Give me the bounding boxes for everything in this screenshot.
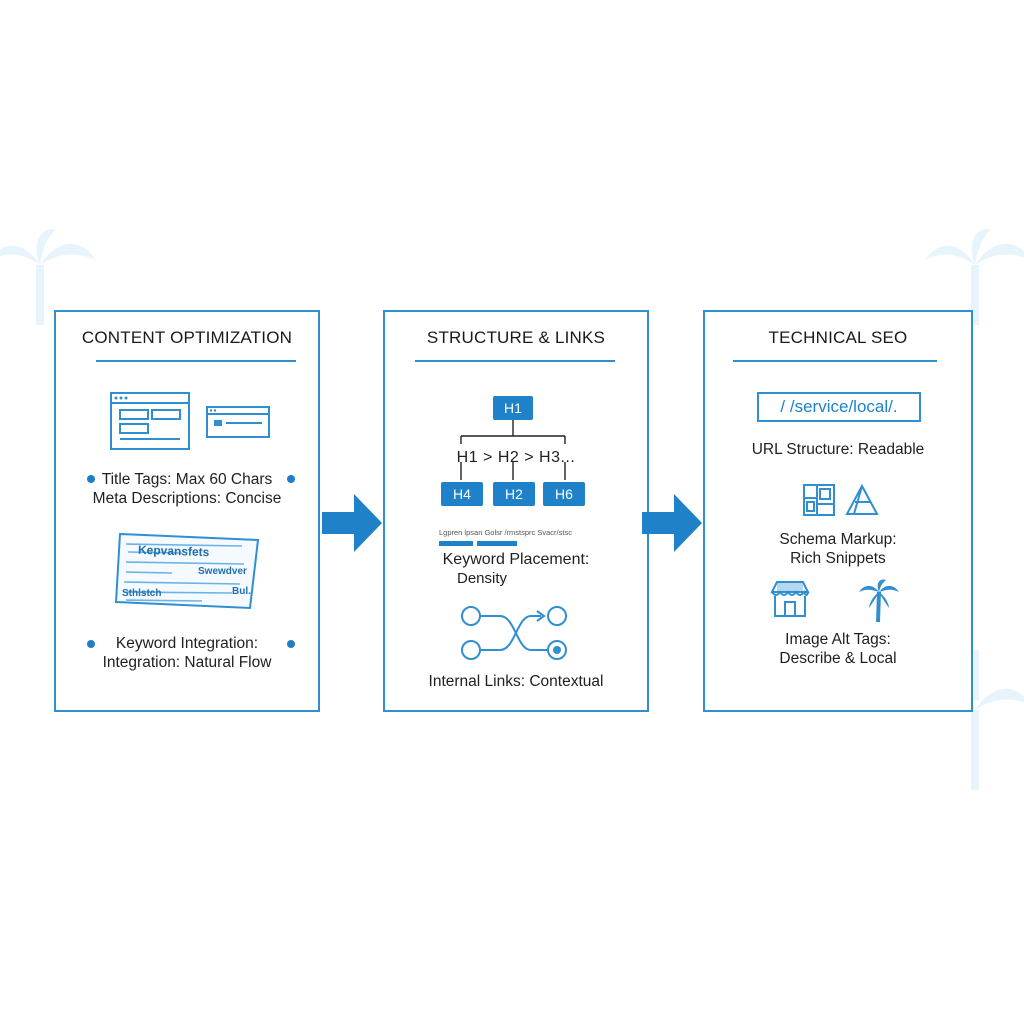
h4-tag-box: H4	[441, 482, 483, 506]
doc-keyword-text: Kepvansfets	[137, 542, 210, 560]
technical-seo-panel: TECHNICAL SEO / /service/local/. URL Str…	[703, 310, 973, 712]
arrow-right-icon	[322, 494, 382, 552]
highlight-bar	[477, 541, 517, 546]
structure-links-panel: STRUCTURE & LINKS H1 H1 > H2 > H3... H4 …	[383, 310, 649, 712]
doc-word-text: Bul.	[232, 586, 251, 597]
image-alt-tags-text: Image Alt Tags:	[785, 631, 891, 648]
panel-title: TECHNICAL SEO	[768, 328, 908, 347]
natural-flow-text: Integration: Natural Flow	[102, 654, 272, 671]
h2-tag-box: H2	[493, 482, 535, 506]
node-links-icon	[461, 606, 567, 660]
palm-tree-background-icon	[925, 229, 1024, 325]
url-structure-text: URL Structure: Readable	[751, 441, 925, 458]
browser-window-icon	[110, 392, 190, 450]
hierarchy-connector	[460, 420, 566, 480]
keyword-integration-text: Keyword Integration:	[115, 635, 259, 652]
panel-title: CONTENT OPTIMIZATION	[81, 328, 293, 347]
meta-descriptions-text: Meta Descriptions: Concise	[92, 490, 282, 507]
doc-word-text: Swewdver	[198, 566, 247, 577]
panel-title: STRUCTURE & LINKS	[426, 328, 606, 347]
keyword-placement-text: Keyword Placement:	[442, 551, 590, 568]
bullet-dot	[287, 640, 295, 648]
triangle-icon	[845, 484, 879, 515]
panel-divider	[96, 360, 296, 362]
rich-snippets-text: Rich Snippets	[790, 550, 886, 567]
tiny-text-line: Lgpren lpsan Golsr /rmstsprc Svacr/stsc	[439, 528, 572, 537]
density-text: Density	[457, 570, 508, 587]
arrow-right-icon	[642, 494, 702, 552]
document-scribble-icon	[114, 532, 260, 610]
small-browser-icon	[206, 406, 270, 438]
storefront-icon	[770, 581, 810, 617]
panel-divider	[415, 360, 615, 362]
title-tags-text: Title Tags: Max 60 Chars	[101, 471, 273, 488]
bullet-dot	[87, 475, 95, 483]
highlight-bar	[439, 541, 473, 546]
h6-tag-box: H6	[543, 482, 585, 506]
internal-links-text: Internal Links: Contextual	[428, 673, 604, 690]
doc-word-text: Sthlstch	[122, 588, 162, 599]
bullet-dot	[87, 640, 95, 648]
panel-divider	[733, 360, 937, 362]
palm-tree-icon	[859, 579, 899, 622]
palm-tree-background-icon	[0, 229, 95, 325]
describe-local-text: Describe & Local	[779, 650, 897, 667]
heading-hierarchy-text: H1 > H2 > H3...	[456, 449, 576, 466]
bullet-dot	[287, 475, 295, 483]
h1-tag-box: H1	[493, 396, 533, 420]
schema-markup-text: Schema Markup:	[779, 531, 897, 548]
url-example-box: / /service/local/.	[757, 392, 921, 422]
schema-grid-icon	[803, 484, 835, 516]
content-optimization-panel: CONTENT OPTIMIZATION Title Tags: Max 60 …	[54, 310, 320, 712]
